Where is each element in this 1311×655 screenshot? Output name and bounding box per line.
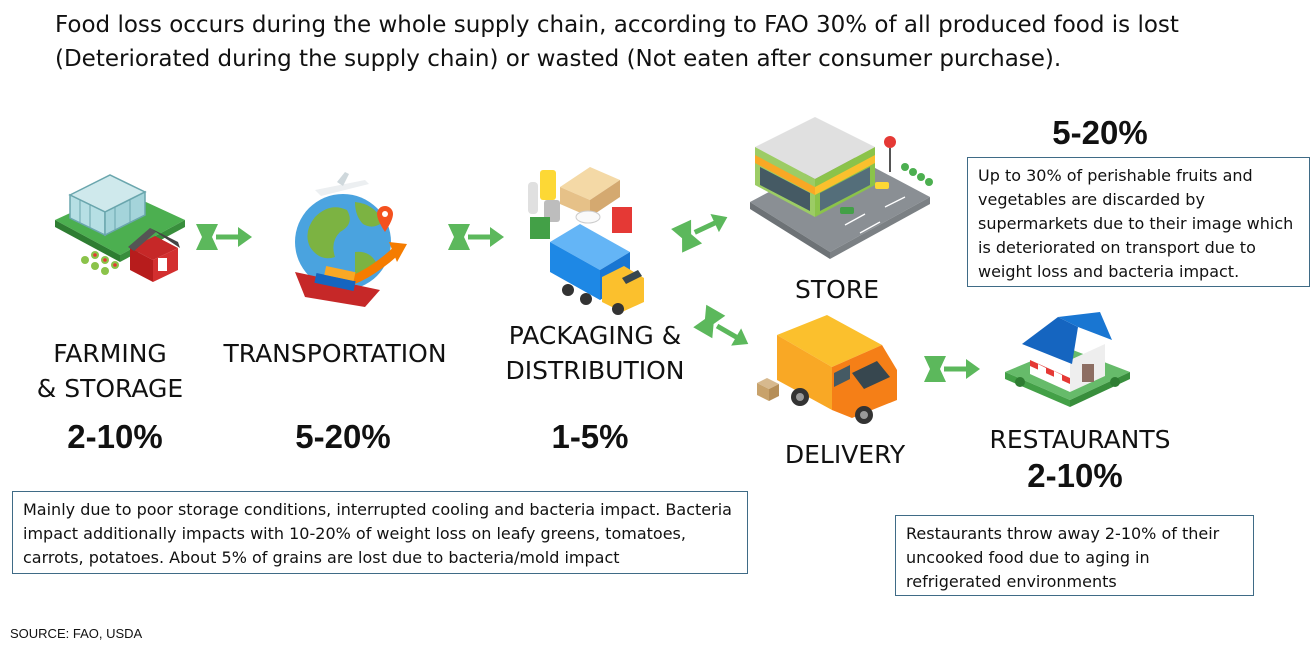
transportation-loss: 5-20% xyxy=(295,418,391,455)
store-label: STORE xyxy=(795,275,879,304)
supermarket-building-icon xyxy=(750,117,933,259)
delivery-van-icon xyxy=(757,315,897,424)
source-citation: SOURCE: FAO, USDA xyxy=(10,626,143,641)
transportation-label: TRANSPORTATION xyxy=(223,339,447,368)
farming-label-line1: FARMING xyxy=(53,339,167,368)
globe-ship-plane-icon xyxy=(295,172,407,307)
arrow-transport-to-packaging xyxy=(448,224,504,250)
store-note: Up to 30% of perishable fruits and veget… xyxy=(967,157,1310,287)
farming-loss: 2-10% xyxy=(67,418,163,455)
arrow-farming-to-transport xyxy=(196,224,252,250)
headline: Food loss occurs during the whole supply… xyxy=(55,12,1179,72)
farming-label-line2: & STORAGE xyxy=(36,374,184,403)
packaging-loss: 1-5% xyxy=(551,418,629,455)
arrow-packaging-to-store xyxy=(671,214,728,253)
restaurant-house-icon xyxy=(1005,312,1130,407)
arrow-packaging-to-delivery xyxy=(693,304,749,346)
farming-note: Mainly due to poor storage conditions, i… xyxy=(12,491,748,574)
arrow-delivery-to-restaurants xyxy=(924,356,980,382)
packaging-label-line2: DISTRIBUTION xyxy=(505,356,685,385)
greenhouse-farm-icon xyxy=(55,174,185,282)
packaging-label: PACKAGING & DISTRIBUTION xyxy=(490,318,700,388)
restaurants-label: RESTAURANTS xyxy=(989,425,1171,454)
restaurants-loss: 2-10% xyxy=(1027,457,1123,494)
packaging-label-line1: PACKAGING & xyxy=(508,321,682,350)
store-loss: 5-20% xyxy=(1052,114,1148,151)
delivery-label: DELIVERY xyxy=(784,440,906,469)
restaurants-note: Restaurants throw away 2-10% of their un… xyxy=(895,515,1254,596)
farming-label: FARMING & STORAGE xyxy=(20,336,200,406)
truck-packages-icon xyxy=(528,167,644,315)
